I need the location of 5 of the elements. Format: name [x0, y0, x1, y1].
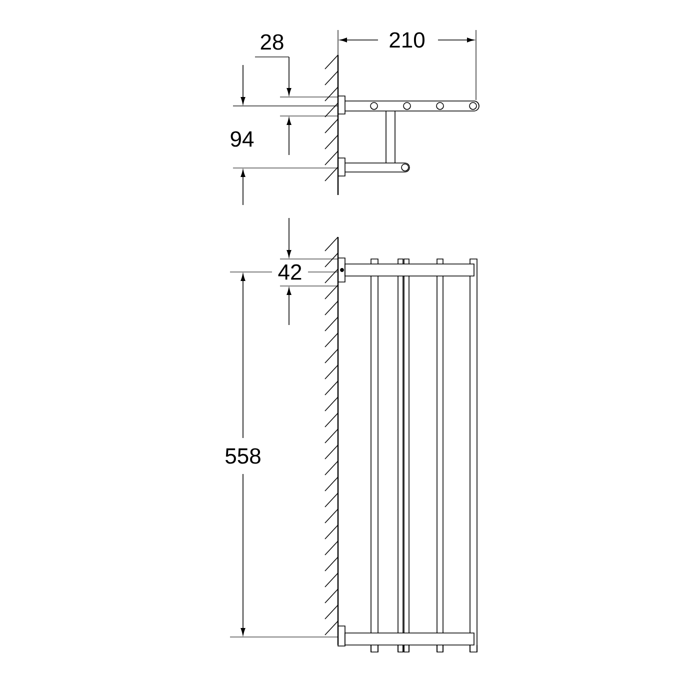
dimension-value: 28 [260, 34, 284, 50]
dimension-value: 210 [390, 32, 424, 48]
dimension-value: 42 [278, 264, 302, 280]
dimension-value: 94 [230, 131, 254, 147]
dimension-value: 558 [226, 448, 260, 464]
